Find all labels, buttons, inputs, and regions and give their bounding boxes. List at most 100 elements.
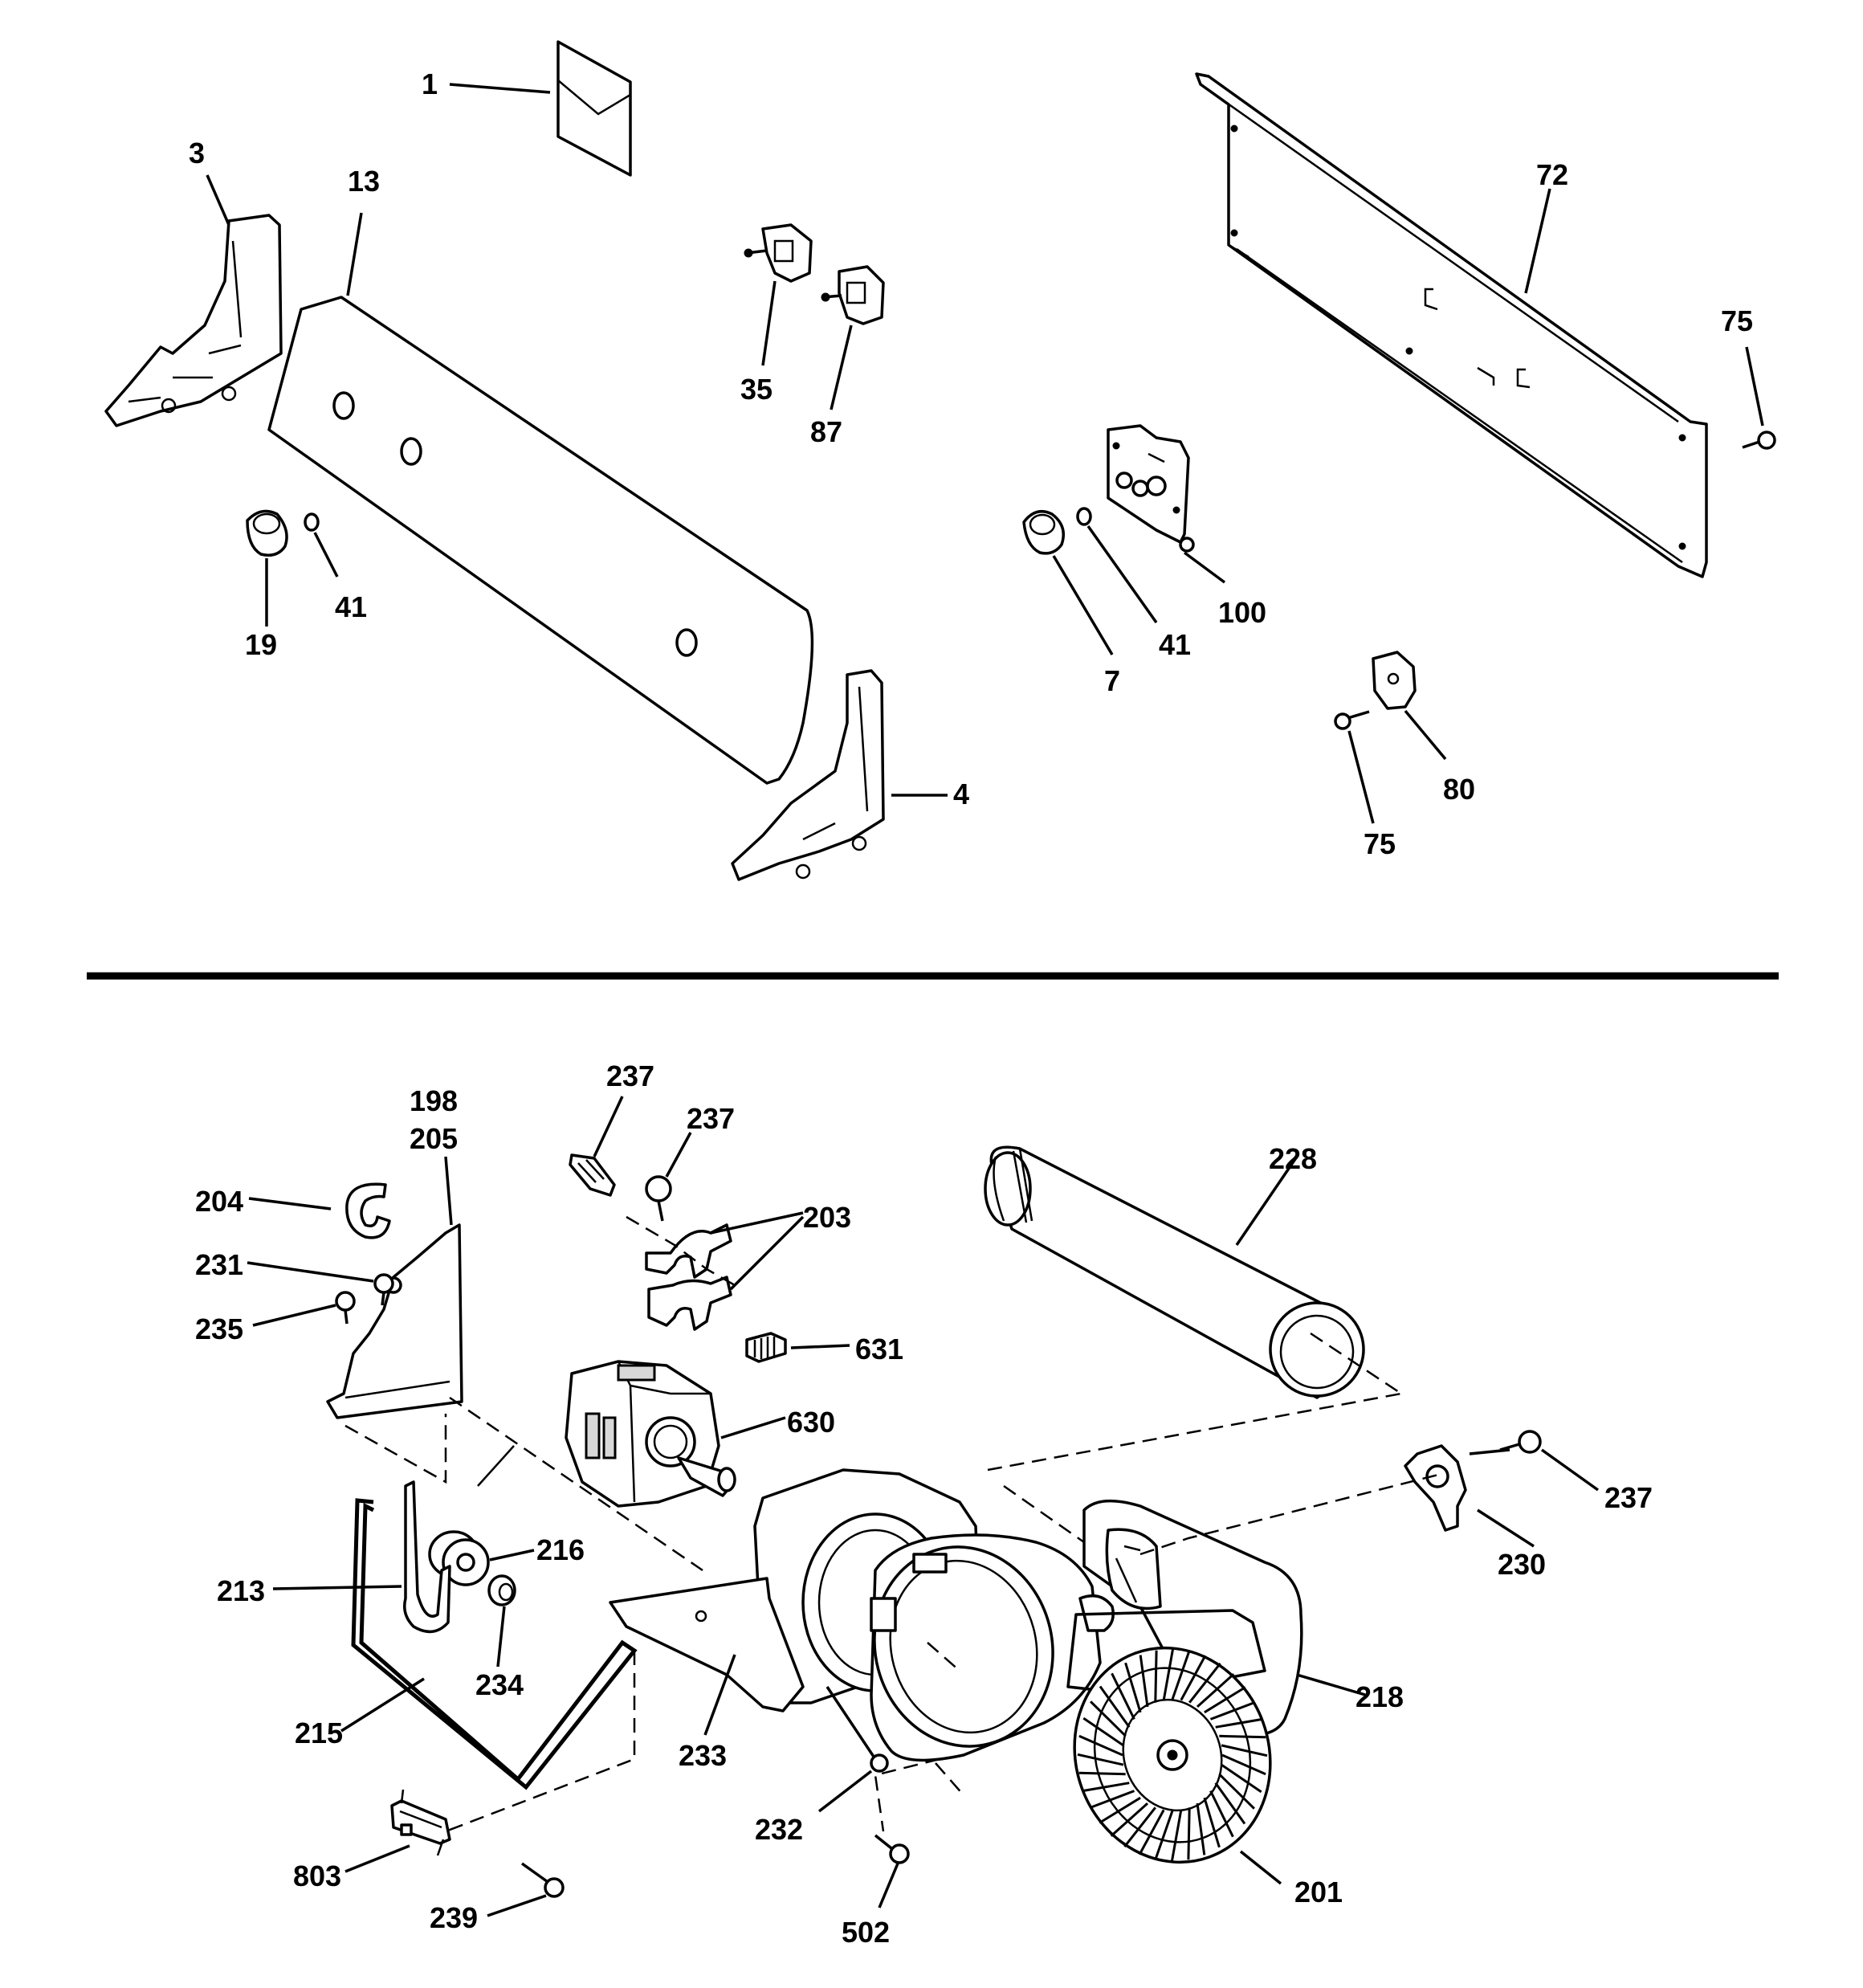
fan-fin [1188,1662,1221,1704]
bracket-80-part [1372,651,1417,710]
knob-7-part [1022,509,1065,555]
callout-87: 87 [810,415,842,448]
fan-fin [1209,1790,1234,1838]
leader-lines-top [206,83,1764,824]
callout-80: 80 [1443,773,1475,806]
callout-203: 203 [803,1201,851,1234]
callout-198: 198 [410,1084,458,1117]
callout-75-top: 75 [1721,304,1753,337]
callout-239: 239 [430,1901,478,1934]
switch-part [744,223,813,283]
fan-fin [1077,1753,1124,1766]
callout-205: 205 [410,1122,458,1155]
fan-fin [1078,1734,1123,1757]
callout-237-c: 237 [1604,1481,1653,1514]
callout-7: 7 [1104,664,1120,697]
callout-19: 19 [245,628,277,661]
callout-216: 216 [536,1533,585,1566]
leader-lines-bottom [247,1096,1600,1917]
callout-234: 234 [475,1668,524,1701]
screw-75-top-part [1742,431,1776,450]
callout-215: 215 [295,1717,343,1749]
screw-237-c-part [1499,1430,1542,1454]
fan-fin [1218,1773,1255,1810]
clamp-203-upper-part [645,1223,732,1279]
callout-237-a: 237 [606,1059,654,1092]
fan-fin [1215,1718,1262,1729]
duct-228-part [984,1145,1402,1399]
switch-87-part [821,265,885,325]
assembly-lines [344,1215,1442,1833]
thermostat-230-part [1404,1444,1510,1532]
fan-fin [1123,1806,1156,1848]
end-cap-left-part [104,214,283,427]
fan-fin [1139,1655,1149,1708]
fan-fin [1154,1810,1174,1860]
fan-fin [1110,1802,1149,1837]
bearing-234-part [487,1574,516,1606]
callout-75-lower: 75 [1364,827,1396,860]
idler-spring-line [477,1445,515,1487]
callout-631: 631 [855,1333,903,1365]
fan-fin [1082,1717,1124,1747]
back-panel-part [1195,72,1708,578]
callout-201: 201 [1294,1876,1343,1908]
callout-72: 72 [1536,158,1568,191]
callout-803: 803 [293,1859,341,1892]
screw-231-part [373,1273,394,1306]
callout-204: 204 [195,1185,243,1218]
callout-232: 232 [755,1813,803,1846]
screw-232-part [826,1686,889,1773]
clip-204-part [345,1182,391,1239]
callout-630: 630 [787,1406,835,1439]
screw-235-part [335,1291,356,1325]
screw-237-a-part [569,1153,616,1197]
fan-fin [1221,1763,1262,1794]
callout-218: 218 [1355,1680,1404,1713]
fan-fin [1196,1802,1206,1855]
fan-fin [1082,1782,1130,1792]
fan-fin [1204,1686,1246,1714]
callout-502: 502 [842,1916,890,1949]
callout-100: 100 [1218,596,1266,629]
callout-13: 13 [348,165,380,198]
callout-237-b: 237 [687,1102,735,1135]
callout-228: 228 [1269,1142,1317,1175]
connector-631-part [745,1332,787,1363]
switch-803-part [390,1789,451,1856]
callout-41-left: 41 [335,590,367,623]
blower-housing-218-part [1082,1499,1303,1737]
frame-wire-215-part [351,1498,638,1790]
fan-fin [1089,1790,1135,1809]
screw-237-b-part [645,1175,672,1222]
callout-3: 3 [189,137,205,169]
spring-41-left-part [304,512,320,532]
callout-4: 4 [953,778,969,810]
screw-502-part [874,1834,910,1864]
fan-blades [1077,1648,1268,1862]
fan-fin [1180,1655,1207,1701]
fan-fin [1099,1685,1131,1729]
fan-fin [1124,1662,1142,1713]
timer-part [1107,424,1195,553]
callout-labels: 1 3 13 35 87 72 75 19 41 100 7 41 4 80 7… [189,67,1753,1949]
fan-fin [1187,1807,1191,1860]
screw-75-lower-part [1334,710,1370,730]
motor-630-part [565,1360,736,1508]
fan-fin [1221,1744,1268,1757]
fan-shroud-part [870,1533,1266,1762]
fan-fin [1090,1700,1127,1737]
fan-fin [1162,1648,1175,1700]
fan-fin [1138,1809,1165,1855]
callout-213: 213 [217,1574,265,1607]
clamp-203-lower-part [647,1276,732,1331]
idler-pulley-216-part [428,1530,490,1586]
screw-239-part [520,1862,565,1898]
spring-41-right-part [1076,507,1092,526]
callout-230: 230 [1498,1548,1546,1581]
manual-part [556,40,632,177]
callout-35: 35 [740,373,773,406]
fan-fin [1203,1797,1221,1848]
idler-arm-213-part [403,1480,451,1634]
